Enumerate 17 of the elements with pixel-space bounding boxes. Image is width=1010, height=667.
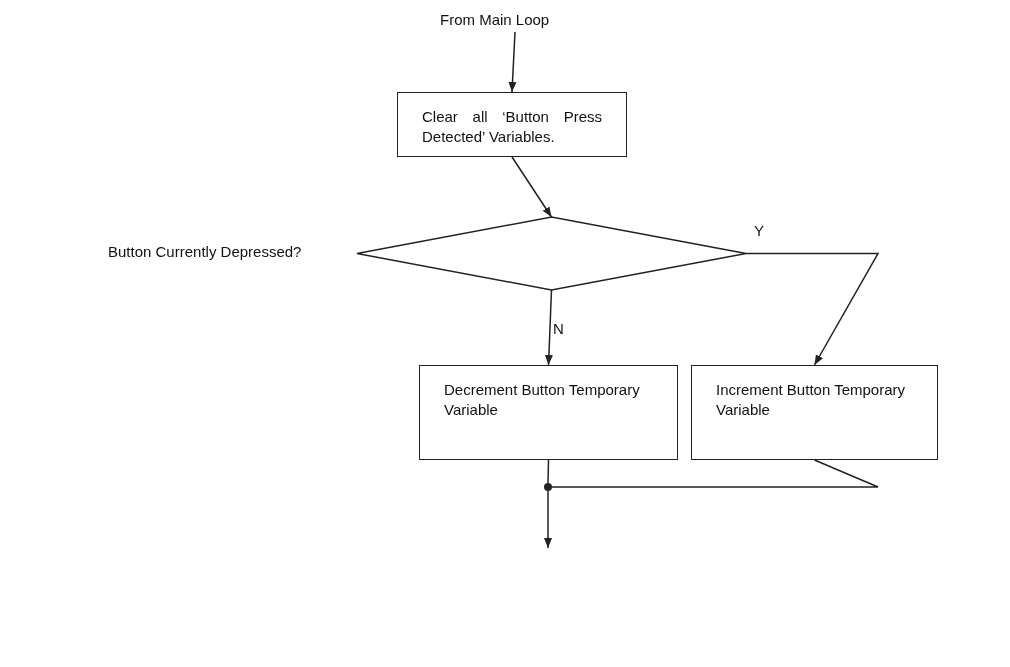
box-text: Decrement Button Temporary Variable bbox=[444, 380, 641, 419]
arrow bbox=[544, 490, 552, 549]
arrow bbox=[544, 289, 553, 366]
arrow bbox=[745, 252, 880, 366]
start-label: From Main Loop bbox=[440, 10, 590, 32]
junction-dot bbox=[544, 483, 552, 491]
decision-diamond bbox=[357, 217, 746, 290]
arrow bbox=[511, 156, 553, 218]
box-text: Clear all ‘Button Press Detected’ Variables. bbox=[422, 107, 602, 146]
connector-line bbox=[551, 459, 879, 488]
process-box bbox=[397, 92, 627, 157]
decision-question: Button Currently Depressed? bbox=[108, 243, 302, 260]
process-box bbox=[419, 365, 678, 460]
box-text: Increment Button Temporary Variable bbox=[716, 380, 906, 419]
arrow bbox=[508, 31, 517, 93]
process-box bbox=[691, 365, 938, 460]
connector-line bbox=[547, 459, 550, 484]
